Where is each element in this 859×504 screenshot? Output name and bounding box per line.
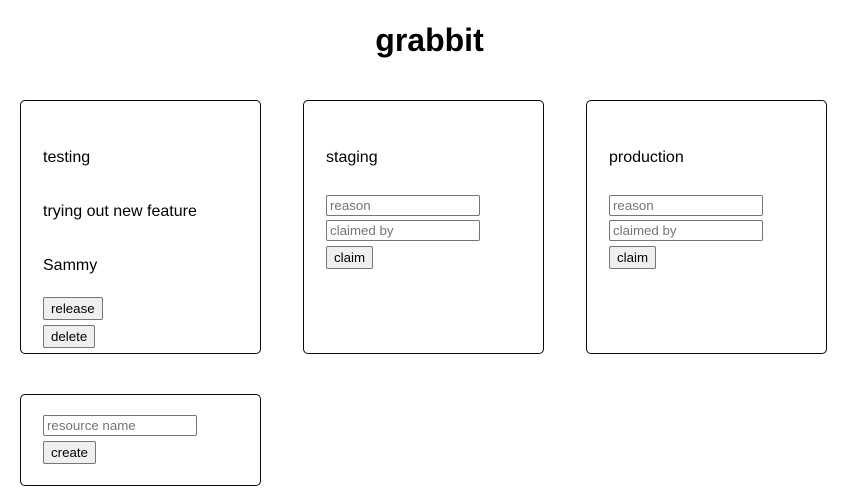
resource-card-testing: testing trying out new feature Sammy rel… xyxy=(20,100,261,354)
resource-card-staging: staging claim xyxy=(303,100,544,354)
reason-input-production[interactable] xyxy=(609,195,763,216)
resource-actions-testing: release delete xyxy=(43,297,238,348)
resource-board: testing trying out new feature Sammy rel… xyxy=(20,100,840,354)
page-title: grabbit xyxy=(375,22,484,58)
create-button[interactable]: create xyxy=(43,441,96,464)
resource-name-staging: staging xyxy=(326,149,378,166)
claim-button-production[interactable]: claim xyxy=(609,246,657,269)
resource-name-input[interactable] xyxy=(43,415,197,436)
claim-form-production: claim xyxy=(609,195,804,269)
claimed-by-input-production[interactable] xyxy=(609,220,763,241)
resource-claimed-by-testing: Sammy xyxy=(43,257,98,274)
delete-button[interactable]: delete xyxy=(43,325,96,348)
claimed-by-input-staging[interactable] xyxy=(326,220,480,241)
resource-reason-testing: trying out new feature xyxy=(43,203,197,220)
create-resource-card: create xyxy=(20,394,261,486)
resource-name-production: production xyxy=(609,149,684,166)
release-button[interactable]: release xyxy=(43,297,103,320)
reason-input-staging[interactable] xyxy=(326,195,480,216)
create-resource-row: create xyxy=(20,394,261,486)
claim-button-staging[interactable]: claim xyxy=(326,246,374,269)
resource-name-testing: testing xyxy=(43,149,91,166)
resource-card-production: production claim xyxy=(586,100,827,354)
claim-form-staging: claim xyxy=(326,195,521,269)
resource-card-row: testing trying out new feature Sammy rel… xyxy=(20,100,840,354)
